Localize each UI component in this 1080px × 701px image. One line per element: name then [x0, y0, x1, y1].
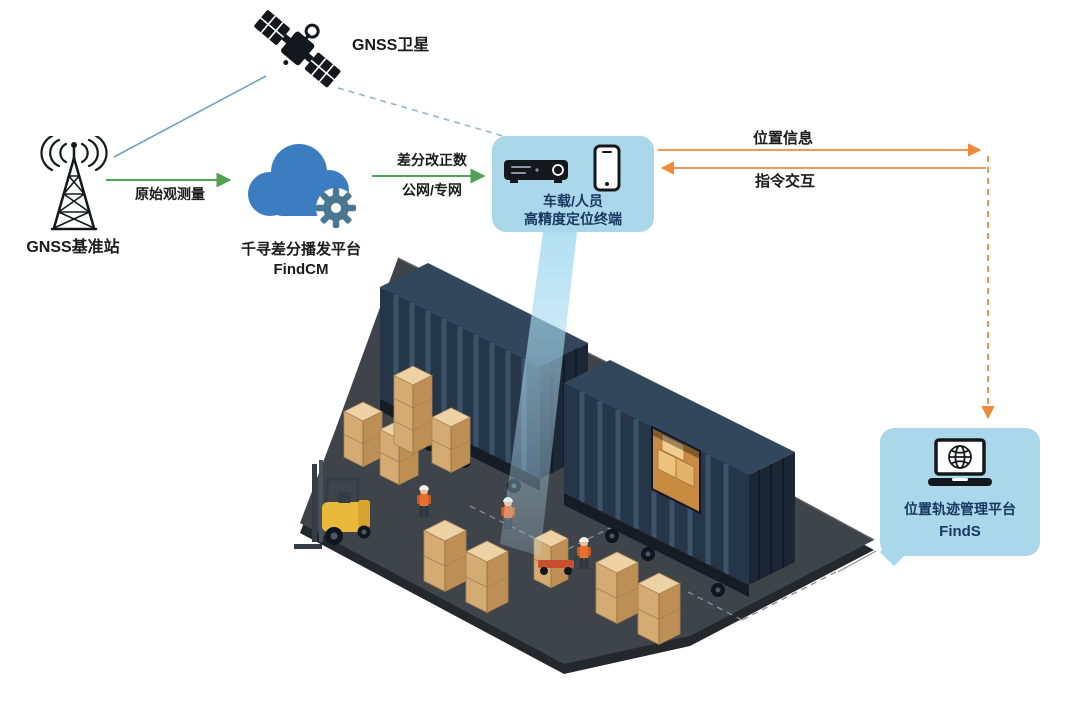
laptop-globe-icon: [928, 438, 992, 486]
container-cargo-opening: [651, 425, 701, 515]
shipping-container-right: [564, 360, 795, 597]
gear-icon: [316, 188, 356, 228]
terminal-callout: [492, 136, 654, 232]
satellite-label: GNSS卫星: [352, 37, 430, 54]
cloud-platform-subtitle: FindCM: [273, 261, 329, 278]
command-interaction-label: 指令交互: [754, 173, 815, 190]
vehicle-terminal-icon: [504, 160, 568, 183]
cloud-shape: [248, 144, 349, 216]
terminal-label-line2: 高精度定位终端: [524, 211, 622, 227]
differential-label-line1: 差分改正数: [397, 152, 467, 168]
link-satellite-to-terminal: [337, 87, 511, 139]
terminal-label-line1: 车载/人员: [543, 193, 603, 209]
cloud-platform-title: 千寻差分播发平台: [240, 241, 361, 258]
satellite-icon: [254, 10, 341, 88]
position-info-label: 位置信息: [752, 130, 813, 147]
link-satellite-to-base: [113, 75, 267, 158]
radio-tower-icon: [40, 136, 108, 231]
positioning-beam: [500, 232, 577, 556]
smartphone-icon: [593, 144, 621, 192]
base-station-label: GNSS基准站: [26, 239, 120, 256]
management-platform-title: 位置轨迹管理平台: [904, 501, 1016, 517]
raw-observation-label: 原始观测量: [135, 186, 205, 202]
management-platform-subtitle: FindS: [939, 523, 981, 540]
forklift: [294, 460, 371, 549]
cloud-gear-icon: [248, 144, 356, 228]
differential-label-line2: 公网/专网: [402, 182, 462, 198]
finds-callout-line: [837, 550, 877, 573]
